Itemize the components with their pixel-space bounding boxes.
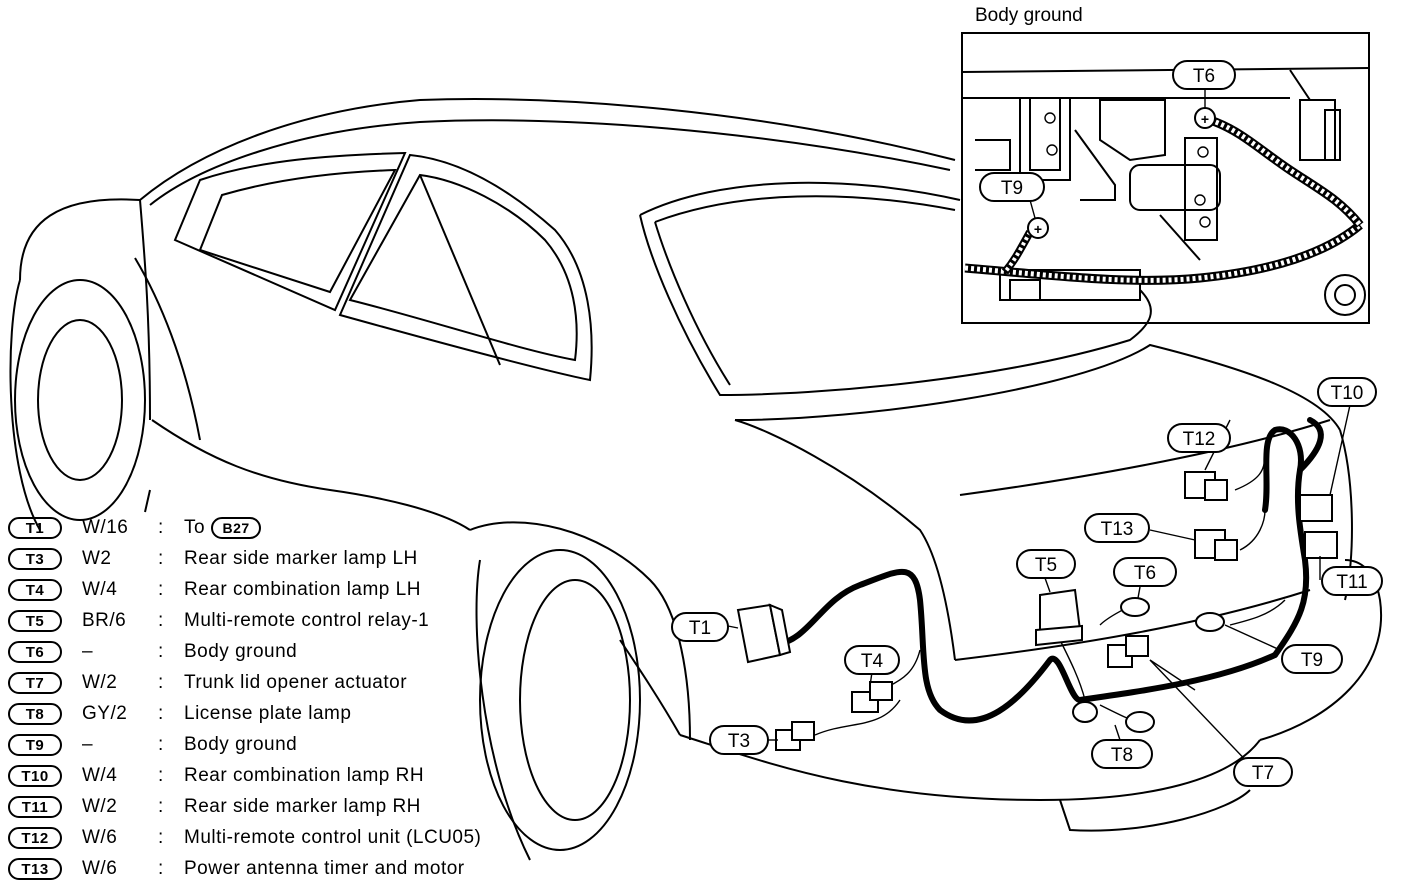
harness-wires	[772, 417, 1324, 736]
legend-color: –	[82, 734, 94, 755]
callout-t13-label: T13	[1101, 519, 1134, 540]
legend-badge: T1	[8, 517, 62, 539]
callout-t9-label: T9	[1301, 650, 1323, 671]
legend-colon: :	[158, 858, 164, 879]
svg-text:+: +	[1201, 111, 1209, 127]
callout-t4-label: T4	[861, 651, 884, 672]
callout-t10: T10	[1317, 377, 1377, 407]
legend-colon: :	[158, 765, 164, 786]
connector-t8-body	[1072, 701, 1155, 733]
legend-desc: License plate lamp	[184, 703, 352, 724]
legend-color: –	[82, 641, 94, 662]
legend-colon: :	[158, 672, 164, 693]
callout-inset-t9-label: T9	[1001, 178, 1023, 199]
legend-badge: T12	[8, 827, 62, 849]
connector-t12-body	[1184, 471, 1228, 501]
legend-badge: T13	[8, 858, 62, 880]
legend-colon: :	[158, 548, 164, 569]
callout-t13: T13	[1084, 513, 1150, 543]
callout-inset-t9: T9	[979, 172, 1045, 202]
callout-t7-label: T7	[1252, 763, 1274, 784]
svg-text:+: +	[1034, 221, 1042, 237]
legend-colon: :	[158, 734, 164, 755]
legend-badge: T4	[8, 579, 62, 601]
callout-t3-label: T3	[728, 731, 750, 752]
legend-desc: Trunk lid opener actuator	[184, 672, 408, 693]
legend-color: W/2	[82, 672, 118, 693]
legend-color: W2	[82, 548, 112, 569]
connector-t7-body	[1107, 635, 1149, 668]
legend-colon: :	[158, 827, 164, 848]
legend-badge: T5	[8, 610, 62, 632]
callout-t11-label: T11	[1336, 572, 1367, 593]
callout-inset-t6-label: T6	[1193, 66, 1215, 87]
legend-colon: :	[158, 610, 164, 631]
legend-desc: Body ground	[184, 641, 298, 662]
connector-t5-body	[1035, 588, 1083, 647]
legend-desc: Body ground	[184, 734, 298, 755]
callout-inset-t6: T6	[1172, 60, 1236, 90]
legend-badge: T7	[8, 672, 62, 694]
inset-title: Body ground	[975, 5, 1083, 26]
legend-desc: Rear side marker lamp RH	[184, 796, 421, 817]
connector-t10-body	[1299, 494, 1333, 522]
legend-colon: :	[158, 703, 164, 724]
callout-t6-label: T6	[1134, 563, 1156, 584]
connector-t1-body	[736, 603, 792, 664]
connector-t6-body	[1120, 597, 1150, 617]
callout-t7: T7	[1233, 757, 1293, 787]
legend-desc: Rear side marker lamp LH	[184, 548, 418, 569]
legend-badge: T11	[8, 796, 62, 818]
legend-color: W/4	[82, 579, 118, 600]
car-outline	[9, 98, 1383, 861]
legend-color: W/6	[82, 827, 118, 848]
callout-t11: T11	[1321, 566, 1383, 596]
legend-colon: :	[158, 641, 164, 662]
body-ground-inset: Body ground + +	[961, 5, 1370, 324]
connector-t3-body	[775, 721, 815, 751]
legend-badge: T9	[8, 734, 62, 756]
legend-badge: T8	[8, 703, 62, 725]
callout-t8: T8	[1091, 739, 1153, 769]
legend-color: BR/6	[82, 610, 127, 631]
legend-color: W/2	[82, 796, 118, 817]
legend-badge: T10	[8, 765, 62, 787]
legend-badge: T6	[8, 641, 62, 663]
callout-t4: T4	[844, 645, 900, 675]
callout-t1: T1	[671, 612, 729, 642]
connector-t4-body	[851, 681, 893, 713]
connector-t11-body	[1304, 531, 1338, 559]
callout-t1-label: T1	[689, 618, 711, 639]
callout-t9: T9	[1281, 644, 1343, 674]
connector-t13-body	[1194, 529, 1238, 561]
legend-colon: :	[158, 796, 164, 817]
ref-badge-b27: B27	[211, 516, 262, 539]
callout-leaders	[727, 404, 1351, 771]
callout-t6: T6	[1113, 557, 1177, 587]
callout-t12: T12	[1167, 423, 1231, 453]
legend-color: GY/2	[82, 703, 128, 724]
legend-colon: :	[158, 579, 164, 600]
callout-t3: T3	[709, 725, 769, 755]
legend-desc: Multi-remote control unit (LCU05)	[184, 827, 482, 848]
callout-t8-label: T8	[1111, 745, 1133, 766]
connector-t9-body	[1195, 612, 1225, 632]
legend-desc: Multi-remote control relay-1	[184, 610, 430, 631]
callout-t12-label: T12	[1183, 429, 1216, 450]
connectors	[736, 471, 1338, 751]
legend-desc: Rear combination lamp LH	[184, 579, 421, 600]
callout-t5: T5	[1016, 549, 1076, 579]
legend-colon: :	[158, 517, 164, 538]
callout-t10-label: T10	[1331, 383, 1364, 404]
legend-color: W/6	[82, 858, 118, 879]
legend-desc: Rear combination lamp RH	[184, 765, 425, 786]
legend-badge: T3	[8, 548, 62, 570]
legend-color: W/16	[82, 517, 129, 538]
legend-desc: Power antenna timer and motor	[184, 858, 465, 879]
callout-t5-label: T5	[1035, 555, 1057, 576]
legend-color: W/4	[82, 765, 118, 786]
